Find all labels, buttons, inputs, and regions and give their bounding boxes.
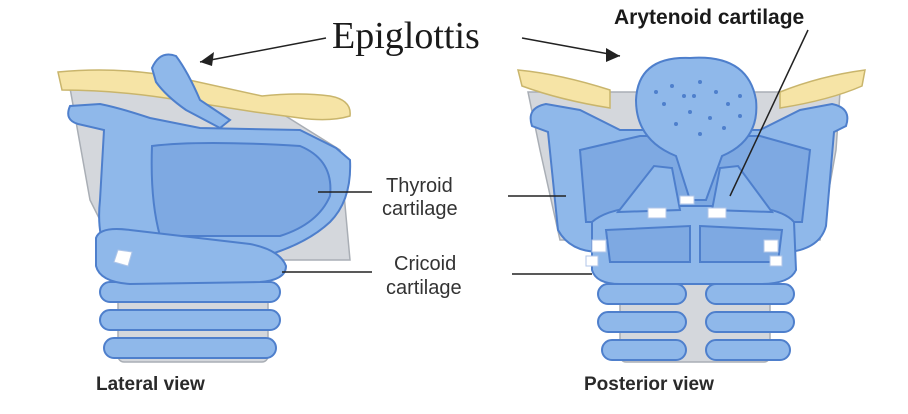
posterior-view-illustration: [518, 58, 865, 362]
epiglottis-arrowhead-left: [200, 52, 214, 66]
posterior-tracheal-ring-2a: [598, 312, 686, 332]
epiglottis-arrow-right: [522, 38, 620, 56]
posterior-joint-2: [708, 208, 726, 218]
lateral-tracheal-ring-1: [100, 282, 280, 302]
cricoid-label-line1: Cricoid: [394, 253, 456, 275]
lateral-view-label: Lateral view: [96, 374, 205, 395]
posterior-joint-5: [586, 256, 598, 266]
lateral-view-illustration: [58, 55, 350, 363]
posterior-tracheal-ring-2b: [706, 312, 794, 332]
arytenoid-label: Arytenoid cartilage: [614, 6, 804, 29]
posterior-joint-4: [592, 240, 606, 252]
posterior-tracheal-ring-3a: [602, 340, 686, 360]
thyroid-label-line1: Thyroid: [386, 175, 453, 197]
lateral-tracheal-ring-2: [100, 310, 280, 330]
posterior-cricoid-lamina: [606, 226, 690, 262]
posterior-joint-7: [770, 256, 782, 266]
epiglottis-arrowhead-right: [606, 48, 620, 62]
posterior-joint-3: [680, 196, 694, 204]
posterior-tracheal-ring-3b: [706, 340, 790, 360]
posterior-tracheal-ring-1b: [706, 284, 794, 304]
lateral-tracheal-ring-3: [104, 338, 276, 358]
posterior-joint-6: [764, 240, 778, 252]
epiglottis-arrow-left: [200, 38, 326, 62]
cricoid-label-line2: cartilage: [386, 277, 462, 299]
epiglottis-label: Epiglottis: [332, 15, 480, 57]
thyroid-label-line2: cartilage: [382, 198, 458, 220]
posterior-view-label: Posterior view: [584, 374, 714, 395]
posterior-tracheal-ring-1a: [598, 284, 686, 304]
lateral-thyroid-lamina: [152, 143, 331, 236]
posterior-joint-1: [648, 208, 666, 218]
